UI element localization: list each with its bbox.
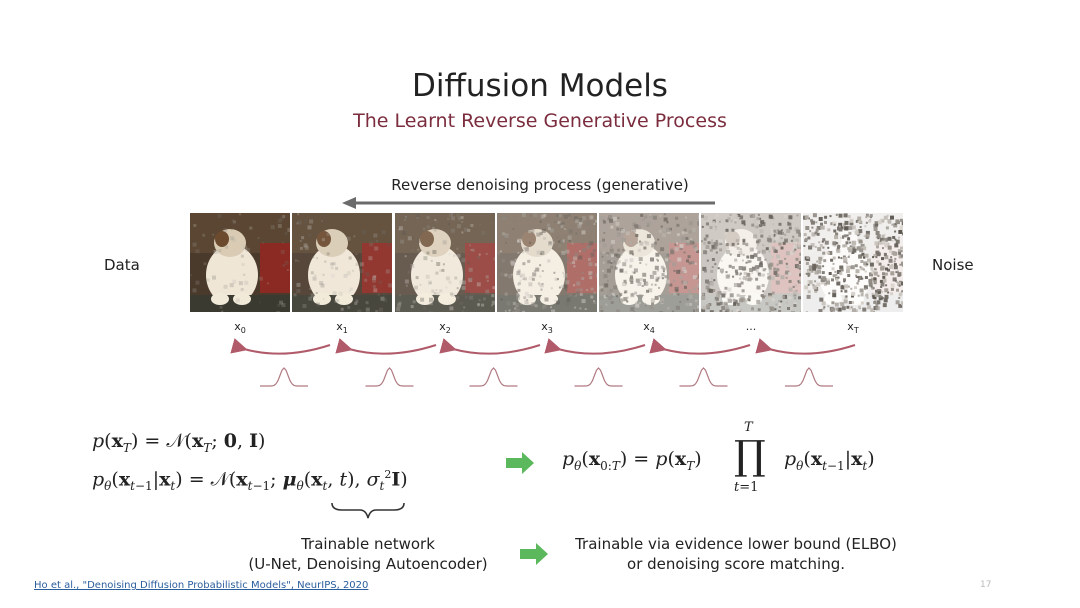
frame-label-6: xT bbox=[847, 320, 859, 336]
diffusion-frame-0 bbox=[190, 213, 290, 312]
diffusion-frame-4 bbox=[599, 213, 699, 312]
product-lower-limit: t=1 bbox=[734, 480, 759, 495]
gaussian-transition bbox=[260, 367, 308, 387]
frame-label-1: x1 bbox=[336, 320, 348, 336]
training-caption-line1: Trainable via evidence lower bound (ELBO… bbox=[575, 535, 897, 553]
gaussian-transition bbox=[679, 367, 728, 387]
slide-number: 17 bbox=[980, 580, 992, 590]
frame-label-2: x2 bbox=[439, 320, 451, 336]
product-term: pθ(xt−1|xt) bbox=[784, 448, 875, 473]
frame-label-4: x4 bbox=[643, 320, 655, 336]
reverse-step-arrow bbox=[230, 338, 331, 355]
implication-arrow-bottom bbox=[520, 543, 548, 565]
implication-arrow-top bbox=[506, 452, 534, 474]
frame-label-5: ... bbox=[745, 320, 757, 333]
gaussian-transition bbox=[574, 367, 623, 387]
product-symbol: ∏ bbox=[734, 433, 766, 479]
reverse-process-label: Reverse denoising process (generative) bbox=[391, 176, 689, 194]
reverse-process-arrow bbox=[342, 197, 715, 209]
diffusion-frame-5 bbox=[701, 213, 801, 312]
network-caption: Trainable network (U-Net, Denoising Auto… bbox=[228, 534, 508, 574]
training-caption-line2: or denoising score matching. bbox=[627, 555, 845, 573]
gaussian-transition bbox=[365, 367, 414, 387]
reverse-transition-equation: pθ(xt−1|xt) = 𝒩(xt−1; μθ(xt, t), σt2I) bbox=[92, 468, 408, 494]
network-brace bbox=[331, 502, 405, 519]
reverse-step-arrow bbox=[649, 338, 751, 355]
frame-label-0: x0 bbox=[234, 320, 246, 336]
diffusion-frame-1 bbox=[292, 213, 392, 312]
training-caption: Trainable via evidence lower bound (ELBO… bbox=[556, 534, 916, 574]
prior-equation: p(xT) = 𝒩(xT; 0, I) bbox=[92, 430, 266, 455]
frame-label-3: x3 bbox=[541, 320, 553, 336]
reverse-step-arrow bbox=[544, 338, 646, 355]
network-caption-line2: (U-Net, Denoising Autoencoder) bbox=[248, 555, 488, 573]
slide-subtitle: The Learnt Reverse Generative Process bbox=[353, 110, 727, 132]
noise-label: Noise bbox=[932, 256, 974, 274]
data-label: Data bbox=[104, 256, 140, 274]
diffusion-frame-3 bbox=[497, 213, 597, 312]
reverse-step-arrow bbox=[335, 338, 437, 355]
gaussian-transition bbox=[785, 367, 833, 387]
citation-link[interactable]: Ho et al., "Denoising Diffusion Probabil… bbox=[34, 580, 369, 591]
slide-title: Diffusion Models bbox=[412, 68, 668, 104]
product-upper-limit: T bbox=[744, 420, 753, 435]
diffusion-frame-2 bbox=[395, 213, 495, 312]
reverse-step-arrow bbox=[755, 338, 856, 355]
gaussian-transition bbox=[469, 367, 518, 387]
reverse-step-arrows bbox=[230, 338, 856, 387]
network-caption-line1: Trainable network bbox=[301, 535, 435, 553]
joint-equation: pθ(x0:T) = p(xT) bbox=[562, 448, 702, 473]
diffusion-frame-6 bbox=[803, 213, 903, 312]
reverse-step-arrow bbox=[439, 338, 541, 355]
